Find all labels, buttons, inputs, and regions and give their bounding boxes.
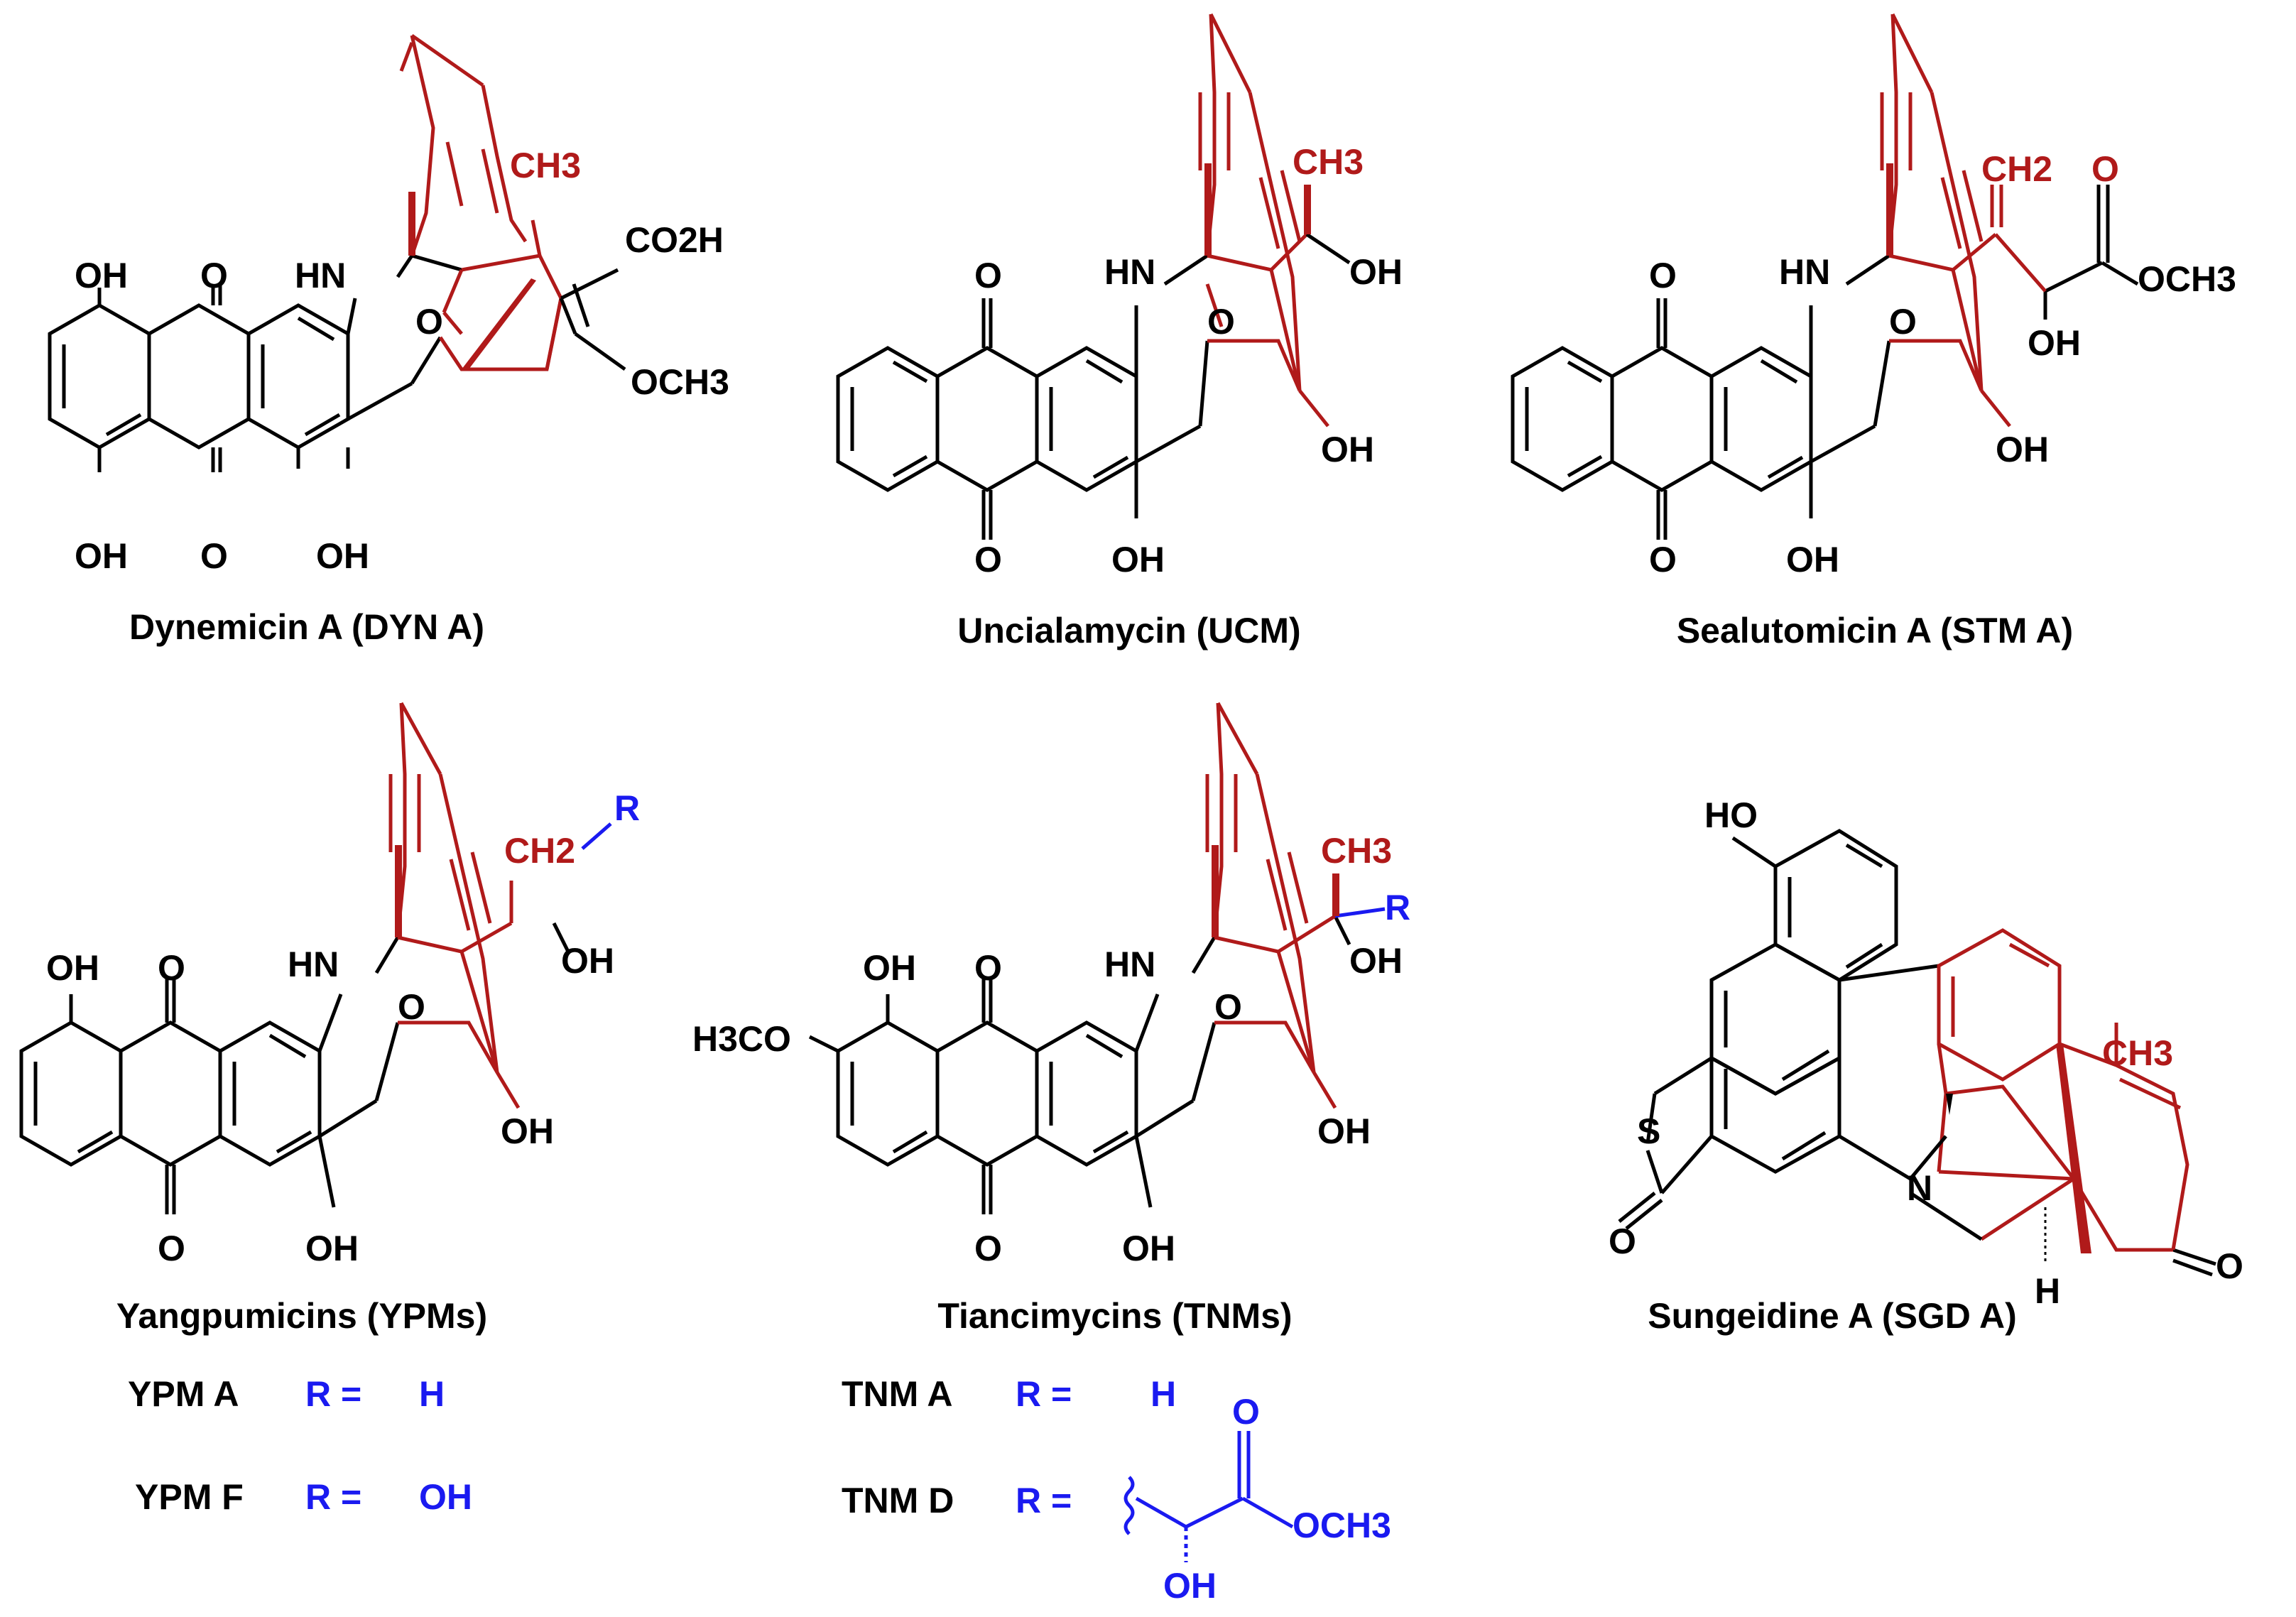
label-o-top: O	[974, 948, 1002, 988]
definition-tnm-d: TNM D R = O OCH3 OH	[842, 1392, 1391, 1606]
label-o-top: O	[1649, 256, 1677, 295]
label-ch3: CH3	[2102, 1033, 2173, 1073]
def-r: R =	[1016, 1481, 1072, 1520]
label-h3co: H3CO	[692, 1019, 791, 1059]
label-oh-bottom: OH	[1786, 540, 1839, 579]
compound-sealutomicin-a: O HN O OH CH2 O OCH3 OH OH O Sealutomici…	[1511, 13, 2236, 650]
tnm-d-o: O	[1232, 1392, 1260, 1432]
label-hn: HN	[1104, 252, 1155, 292]
label-oh-lower: OH	[1321, 430, 1374, 469]
compound-dynemicin-a: OH O HN OH O OH CH3 CO2H OCH3 O Dynemici…	[48, 33, 729, 647]
label-co2h: CO2H	[625, 220, 724, 260]
label-hn: HN	[1104, 944, 1155, 984]
label-ch3: CH3	[510, 146, 581, 185]
label-ester-o: O	[2091, 149, 2119, 189]
label-ch3: CH3	[1293, 142, 1364, 182]
label-hn: HN	[1779, 252, 1830, 292]
tnm-d-oh: OH	[1163, 1566, 1217, 1606]
label-oh-bl: OH	[75, 536, 128, 576]
label-oh-top: OH	[75, 256, 128, 295]
label-o-bottom: O	[974, 1229, 1002, 1268]
tnm-d-och3: OCH3	[1293, 1506, 1391, 1545]
def-name: TNM A	[842, 1374, 952, 1414]
label-o-ketone: O	[2216, 1246, 2243, 1286]
label-o-bottom: O	[1649, 540, 1677, 579]
label-oh-side: OH	[1349, 941, 1403, 981]
compound-yangpumicins: OH O HN O OH CH2 R OH OH O Yangpumicins …	[19, 702, 640, 1517]
def-value: H	[1150, 1374, 1176, 1414]
label-oh-bottom: OH	[1111, 540, 1165, 579]
caption-sealutomicin: Sealutomicin A (STM A)	[1677, 611, 2073, 650]
label-o-thio: O	[1609, 1221, 1636, 1261]
def-name: TNM D	[842, 1481, 954, 1520]
caption-sungeidine: Sungeidine A (SGD A)	[1648, 1296, 2016, 1336]
caption-uncialamycin: Uncialamycin (UCM)	[957, 611, 1300, 650]
def-value: H	[419, 1374, 445, 1414]
label-hn: HN	[295, 256, 346, 295]
definition-tnm-a: TNM A R = H	[842, 1374, 1176, 1414]
compound-uncialamycin: O HN O OH CH3 OH OH O Uncialamycin (UCM)	[836, 13, 1403, 650]
label-epoxide-o: O	[1214, 987, 1242, 1027]
label-o-top: O	[974, 256, 1002, 295]
label-o-bottom: O	[158, 1229, 185, 1268]
definition-ypm-f: YPM F R = OH	[135, 1477, 472, 1517]
def-r: R =	[305, 1477, 361, 1517]
def-value: OH	[419, 1477, 472, 1517]
label-s: S	[1637, 1111, 1660, 1151]
label-epoxide-o: O	[1889, 302, 1917, 342]
def-r: R =	[305, 1374, 361, 1414]
label-oh-bottom: OH	[305, 1229, 359, 1268]
label-hn: HN	[288, 944, 339, 984]
label-n: N	[1907, 1168, 1932, 1208]
label-ch3: CH3	[1321, 831, 1392, 871]
label-o-bottom: O	[974, 540, 1002, 579]
compound-tiancimycins: H3CO OH O HN O OH CH3 R OH OH O Tiancimy…	[692, 702, 1410, 1606]
label-o-top: O	[200, 256, 228, 295]
caption-yangpumicins: Yangpumicins (YPMs)	[116, 1296, 487, 1336]
definition-ypm-a: YPM A R = H	[128, 1374, 445, 1414]
label-ho: HO	[1704, 795, 1758, 835]
label-epoxide-o: O	[415, 302, 443, 342]
compound-sungeidine-a: HO S O N CH3 O H Sungeidine A (SGD A)	[1609, 795, 2243, 1336]
label-epoxide-o: O	[1207, 302, 1235, 342]
caption-dynemicin: Dynemicin A (DYN A)	[129, 607, 484, 647]
label-oh-side: OH	[1349, 252, 1403, 292]
label-ch2: CH2	[1981, 149, 2052, 189]
tnm-d-substituent	[1123, 1431, 1294, 1562]
label-o-top: O	[158, 948, 185, 988]
caption-tiancimycins: Tiancimycins (TNMs)	[937, 1296, 1292, 1336]
label-r: R	[614, 788, 640, 828]
label-oh-bottom: OH	[1122, 1229, 1175, 1268]
label-r: R	[1385, 888, 1410, 927]
def-name: YPM A	[128, 1374, 239, 1414]
label-oh-lower: OH	[501, 1111, 554, 1151]
label-oh-top: OH	[46, 948, 99, 988]
label-oh-top: OH	[863, 948, 916, 988]
label-h: H	[2035, 1271, 2060, 1311]
label-ch2: CH2	[504, 831, 575, 871]
label-oh-lower: OH	[1317, 1111, 1371, 1151]
label-och3: OCH3	[631, 362, 729, 402]
label-oh-alpha: OH	[2028, 323, 2081, 363]
label-oh-br: OH	[316, 536, 369, 576]
def-name: YPM F	[135, 1477, 244, 1517]
label-epoxide-o: O	[398, 987, 425, 1027]
label-oh-lower: OH	[1996, 430, 2049, 469]
label-oh-side: OH	[561, 941, 614, 981]
label-o-bottom: O	[200, 536, 228, 576]
label-och3: OCH3	[2138, 259, 2236, 299]
def-r: R =	[1016, 1374, 1072, 1414]
